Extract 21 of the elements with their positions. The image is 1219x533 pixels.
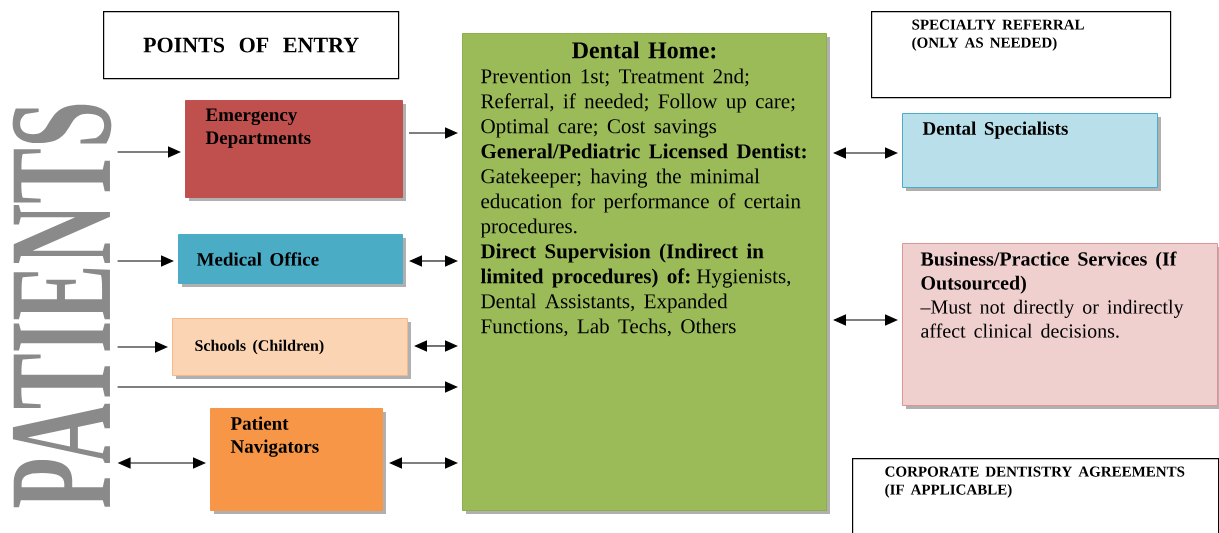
entry-box: Emergency Departments [185,100,406,201]
dental-home-box: Dental Home: Prevention 1st; Treatment 2nd; Referral, if needed; Follow up care; Optimal care; Cost savings General/Pediatric Licensed Dentist: Gatekeeper; having the minimal education for performance of certain procedures. Direct Supervision (Indirect in limited procedures) of: Hygienists, Dental Assistants, Expanded Functions, Lab Techs, Others [462,33,830,514]
label-box: CORPORATE DENTISTRY AGREEMENTS (IF APPLICABLE) [852,458,1219,533]
arrow [117,255,174,267]
label-box: SPECIALTY REFERRAL (ONLY AS NEEDED) [871,11,1172,99]
entry-box: Schools (Children) [172,318,411,379]
arrow [117,341,168,353]
label-box: POINTS OF ENTRY [103,11,400,80]
specialist-box: Dental Specialists [902,113,1161,191]
arrow [389,457,458,469]
vertical-title: PATIENTS [12,104,112,508]
services-box: Business/Practice Services (If Outsourced) –Must not directly or indirectly affect clinical decisions. [902,243,1219,409]
arrow [833,314,898,326]
entry-box: Medical Office [178,234,406,287]
arrow [833,147,898,159]
arrow [408,127,458,139]
arrow [414,340,458,352]
arrow [409,255,458,267]
arrow [117,146,181,158]
entry-box: Patient Navigators [210,408,386,514]
arrow [117,381,458,393]
